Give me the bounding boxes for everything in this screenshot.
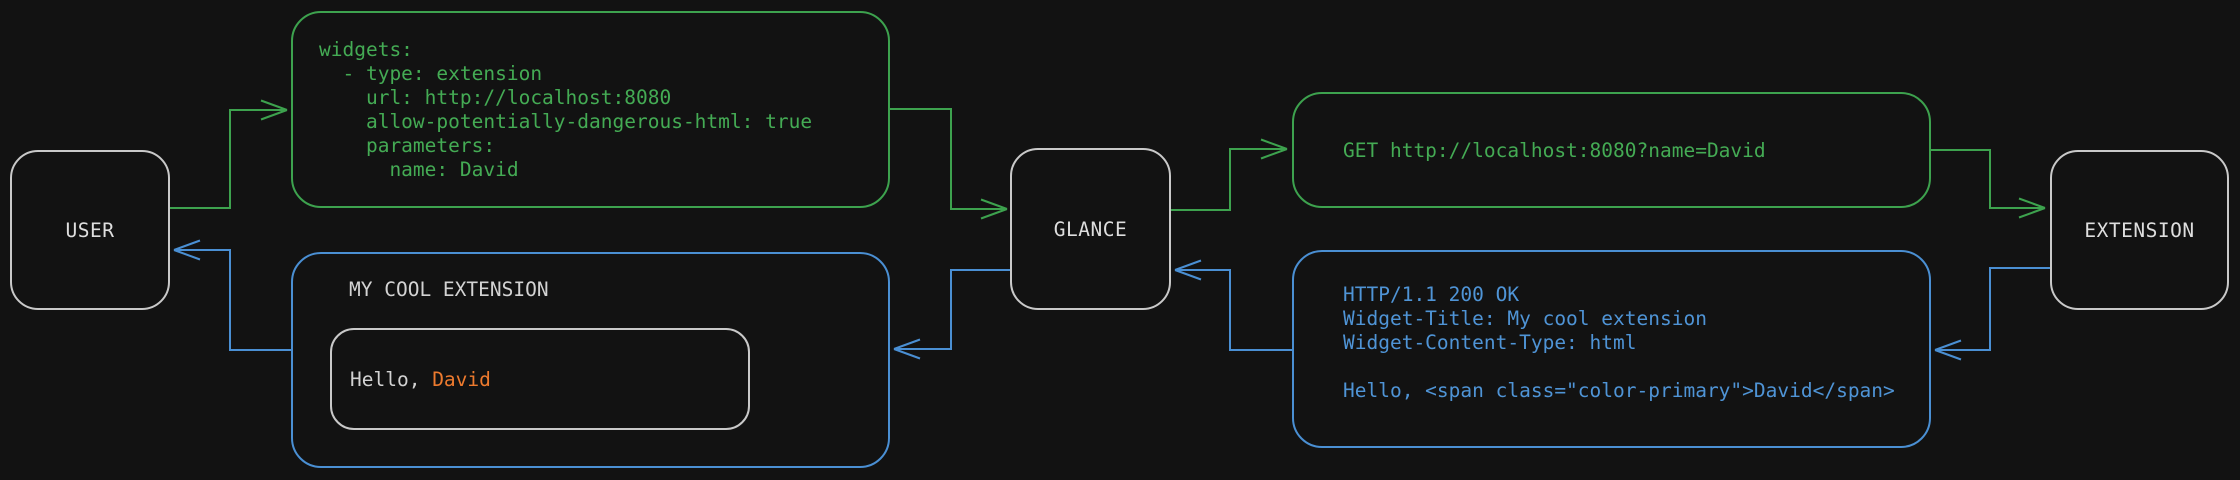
http-response-code: HTTP/1.1 200 OK Widget-Title: My cool ex… (1294, 252, 1929, 403)
response-line: Widget-Title: My cool extension (1343, 307, 1707, 330)
extension-node-label: EXTENSION (2084, 218, 2195, 242)
response-line: Widget-Content-Type: html (1343, 331, 1637, 354)
yaml-line: name: David (319, 158, 519, 181)
response-line (1343, 355, 1929, 379)
edge-glance-to-widget (893, 269, 1010, 360)
http-request-text: GET http://localhost:8080?name=David (1343, 138, 1766, 162)
yaml-line: url: http://localhost:8080 (319, 86, 672, 109)
response-line: HTTP/1.1 200 OK (1343, 283, 1520, 306)
yaml-line: parameters: (319, 134, 496, 157)
yaml-line: widgets: (319, 38, 413, 61)
http-request-box: GET http://localhost:8080?name=David (1292, 92, 1931, 208)
edge-extension-to-response (1934, 267, 2050, 361)
edge-response-to-glance (1174, 259, 1292, 351)
greeting-prefix: Hello, (350, 367, 433, 391)
response-line: Hello, <span class="color-primary">David… (1343, 379, 1895, 402)
glance-node-label: GLANCE (1053, 217, 1128, 241)
widget-greeting-card: Hello, David (330, 328, 750, 430)
edge-config-to-glance (890, 108, 1008, 220)
edge-widget-to-user (173, 239, 291, 351)
widget-title: MY COOL EXTENSION (349, 278, 549, 301)
edge-request-to-extension (1931, 149, 2046, 219)
user-node-label: USER (65, 218, 115, 242)
yaml-config-box: widgets: - type: extension url: http://l… (291, 11, 890, 208)
yaml-config-code: widgets: - type: extension url: http://l… (293, 13, 888, 182)
edge-glance-to-request (1171, 138, 1288, 211)
greeting-name: David (432, 367, 491, 391)
http-response-box: HTTP/1.1 200 OK Widget-Title: My cool ex… (1292, 250, 1931, 448)
user-node: USER (10, 150, 170, 310)
extension-node: EXTENSION (2050, 150, 2229, 310)
yaml-line: allow-potentially-dangerous-html: true (319, 110, 813, 133)
yaml-line: - type: extension (319, 62, 543, 85)
glance-node: GLANCE (1010, 148, 1171, 310)
rendered-widget-box: MY COOL EXTENSION Hello, David (291, 252, 890, 468)
edge-user-to-config (170, 99, 288, 209)
